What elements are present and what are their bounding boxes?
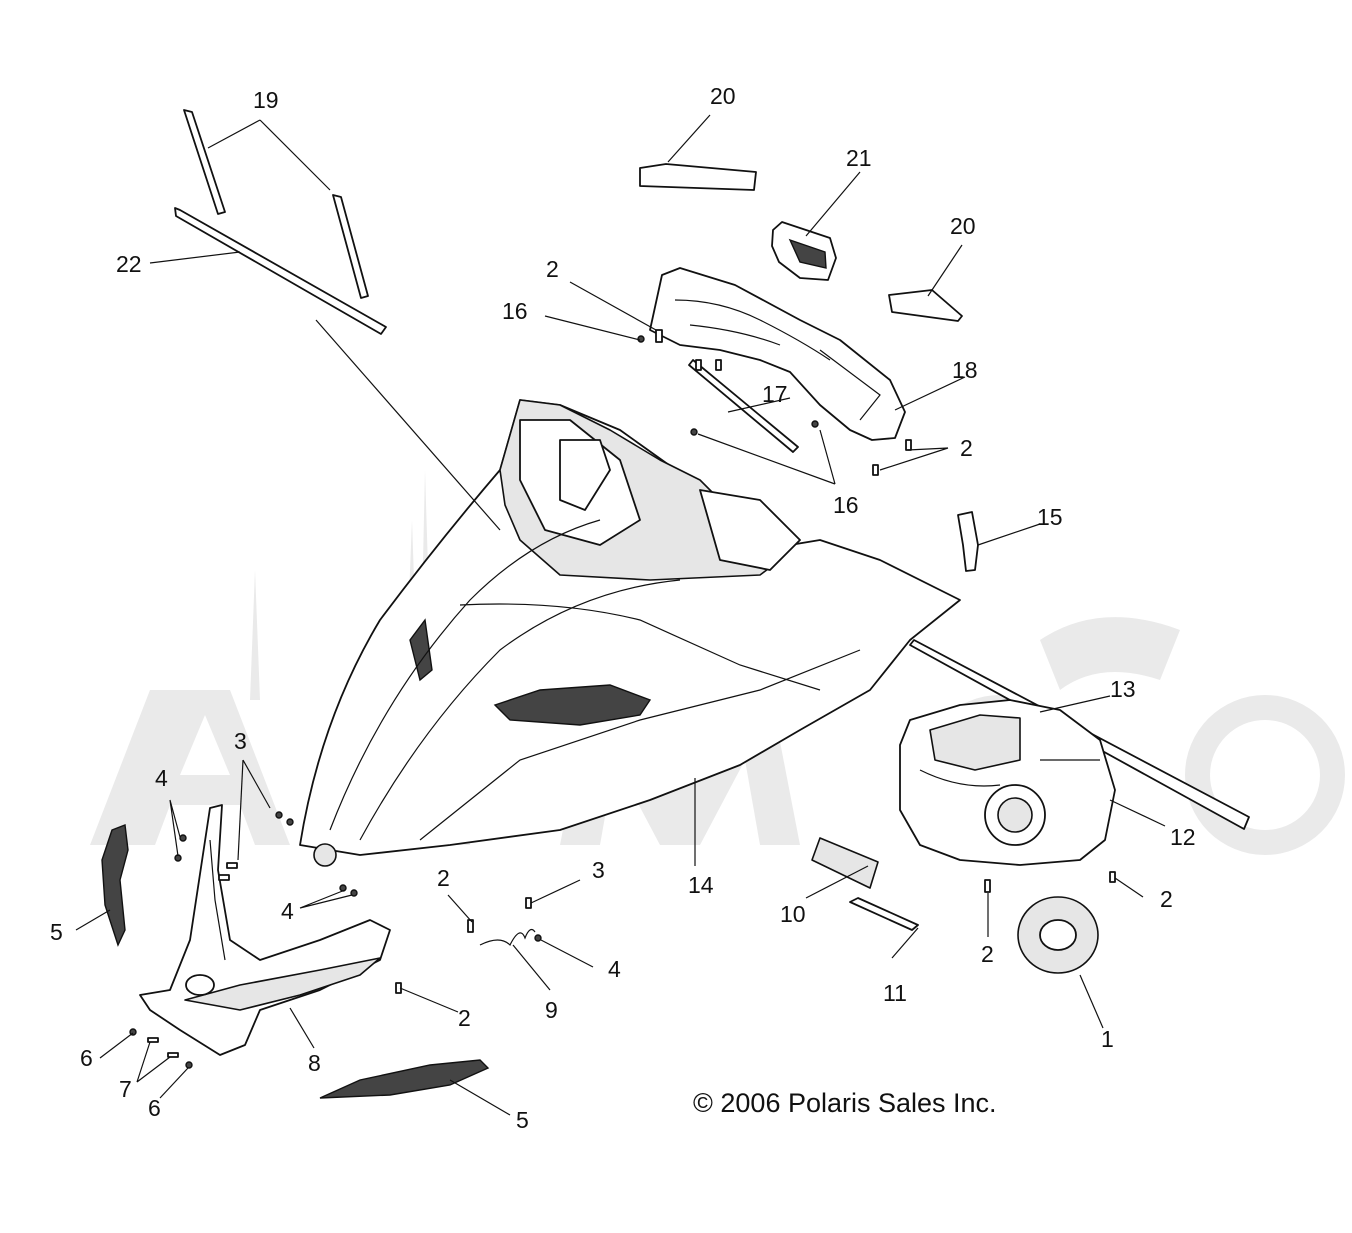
- screen-bottom: [319, 1059, 490, 1099]
- lens-lower: [849, 897, 919, 931]
- callout-3-left: 3: [234, 728, 247, 754]
- callout-4-left: 4: [155, 765, 168, 791]
- callout-5-left: 5: [50, 919, 63, 945]
- screen-left: [101, 824, 129, 947]
- copyright-notice: © 2006 Polaris Sales Inc.: [693, 1088, 997, 1118]
- callout-8: 8: [308, 1050, 321, 1076]
- callout-21: 21: [846, 145, 872, 171]
- wire-harness: [479, 928, 536, 947]
- callout-19: 19: [253, 87, 279, 113]
- callout-6-lower: 6: [148, 1095, 161, 1121]
- callout-20-top: 20: [710, 83, 736, 109]
- callout-15: 15: [1037, 504, 1063, 530]
- callout-13: 13: [1110, 676, 1136, 702]
- callout-10: 10: [780, 901, 806, 927]
- callout-12: 12: [1170, 824, 1196, 850]
- callout-2-pod: 2: [960, 435, 973, 461]
- lens-upper: [811, 837, 879, 889]
- callout-16-pod: 16: [833, 492, 859, 518]
- callout-18: 18: [952, 357, 978, 383]
- callout-2-lower: 2: [981, 941, 994, 967]
- callout-1: 1: [1101, 1026, 1114, 1052]
- callout-4-mid: 4: [281, 898, 294, 924]
- callout-16-top: 16: [502, 298, 528, 324]
- lower-bumper: [139, 804, 391, 1056]
- headlight-housing: [899, 699, 1116, 866]
- side-cap-upper: [639, 163, 757, 191]
- instrument-pod: [649, 267, 906, 441]
- callout-4-center: 4: [608, 956, 621, 982]
- callout-11: 11: [883, 980, 907, 1006]
- hood-body: [299, 399, 961, 867]
- callout-7: 7: [119, 1076, 132, 1102]
- callout-17: 17: [762, 381, 788, 407]
- gauge-cluster: [771, 221, 837, 281]
- callout-2-bumper: 2: [458, 1005, 471, 1031]
- rubber-ring: [1017, 896, 1099, 974]
- callout-2-right: 2: [1160, 886, 1173, 912]
- leader-lines: [75, 114, 1166, 1116]
- callout-2-top: 2: [546, 256, 559, 282]
- callout-22: 22: [116, 251, 142, 277]
- callout-20-right: 20: [950, 213, 976, 239]
- windshield-trim-strip: [174, 207, 387, 335]
- side-trim-strips: [183, 109, 369, 299]
- callout-14: 14: [688, 872, 714, 898]
- callout-6-upper: 6: [80, 1045, 93, 1071]
- side-cap-right: [888, 289, 963, 322]
- callout-3-right: 3: [592, 857, 605, 883]
- callout-5-bottom: 5: [516, 1107, 529, 1133]
- callout-2-center: 2: [437, 865, 450, 891]
- trim-rod: [688, 359, 799, 453]
- callout-9: 9: [545, 997, 558, 1023]
- callout-labels: 19 22 20 21 20 2 16 17 18 2 16 15 13 12 …: [50, 83, 1196, 1133]
- small-bracket: [957, 511, 979, 572]
